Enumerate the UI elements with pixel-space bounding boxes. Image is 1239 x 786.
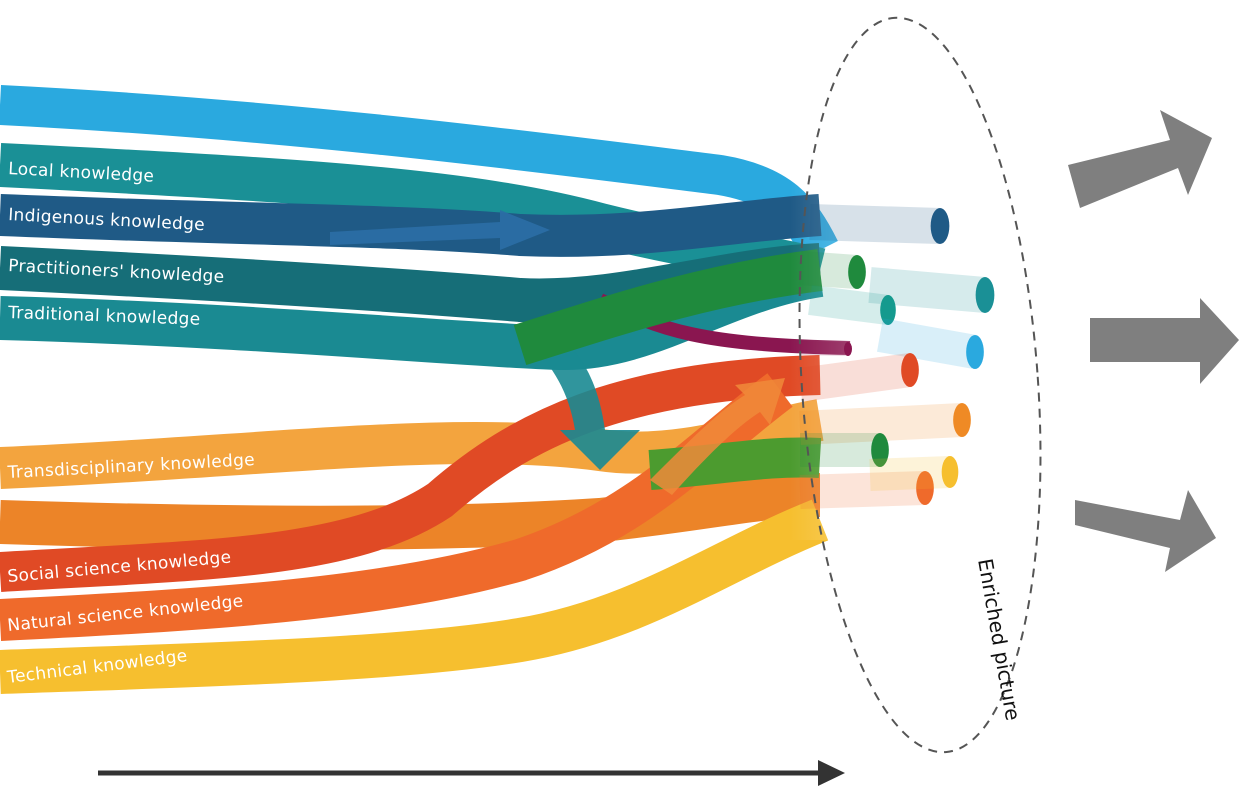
output-arrow-bottom bbox=[1075, 490, 1216, 572]
output-tube-cap-3 bbox=[966, 335, 984, 369]
output-tube-2 bbox=[808, 285, 890, 325]
output-tube-6 bbox=[797, 353, 913, 402]
stream-9 bbox=[0, 499, 829, 694]
orange-up-arrow bbox=[650, 378, 785, 495]
output-tube-4 bbox=[798, 251, 859, 289]
output-tube-cap-9 bbox=[916, 471, 934, 505]
knowledge-streams bbox=[0, 85, 851, 694]
output-tube-9 bbox=[799, 471, 926, 509]
output-tube-cap-4 bbox=[848, 255, 866, 289]
output-tube-cap-1 bbox=[975, 277, 995, 313]
enriched-picture-ellipse bbox=[798, 16, 1042, 754]
teal-down-arrow bbox=[545, 352, 640, 470]
output-tubes bbox=[797, 204, 995, 509]
green-tube bbox=[513, 249, 823, 366]
stream-6 bbox=[0, 473, 821, 550]
output-tube-cap-2 bbox=[880, 295, 896, 325]
output-tube-cap-6 bbox=[901, 353, 919, 387]
output-arrow-middle bbox=[1090, 298, 1239, 384]
blue-right-arrow bbox=[330, 210, 550, 250]
output-arrows bbox=[1068, 110, 1239, 572]
output-tube-3 bbox=[877, 318, 978, 369]
output-tube-1 bbox=[868, 267, 987, 313]
output-tube-cap-5 bbox=[844, 342, 852, 356]
bottom-direction-arrow bbox=[98, 760, 845, 786]
enriched-picture-label: Enriched picture bbox=[973, 557, 1025, 723]
stream-7 bbox=[0, 355, 821, 592]
output-tube-0 bbox=[809, 204, 941, 244]
output-tube-cap-0 bbox=[930, 208, 950, 244]
output-arrow-top bbox=[1068, 110, 1212, 208]
output-tube-5 bbox=[799, 341, 849, 356]
output-tube-7 bbox=[799, 403, 963, 445]
output-tube-cap-10 bbox=[941, 456, 959, 488]
output-tube-cap-7 bbox=[953, 403, 971, 437]
output-tube-cap-8 bbox=[871, 433, 889, 467]
output-tube-10 bbox=[869, 456, 951, 491]
